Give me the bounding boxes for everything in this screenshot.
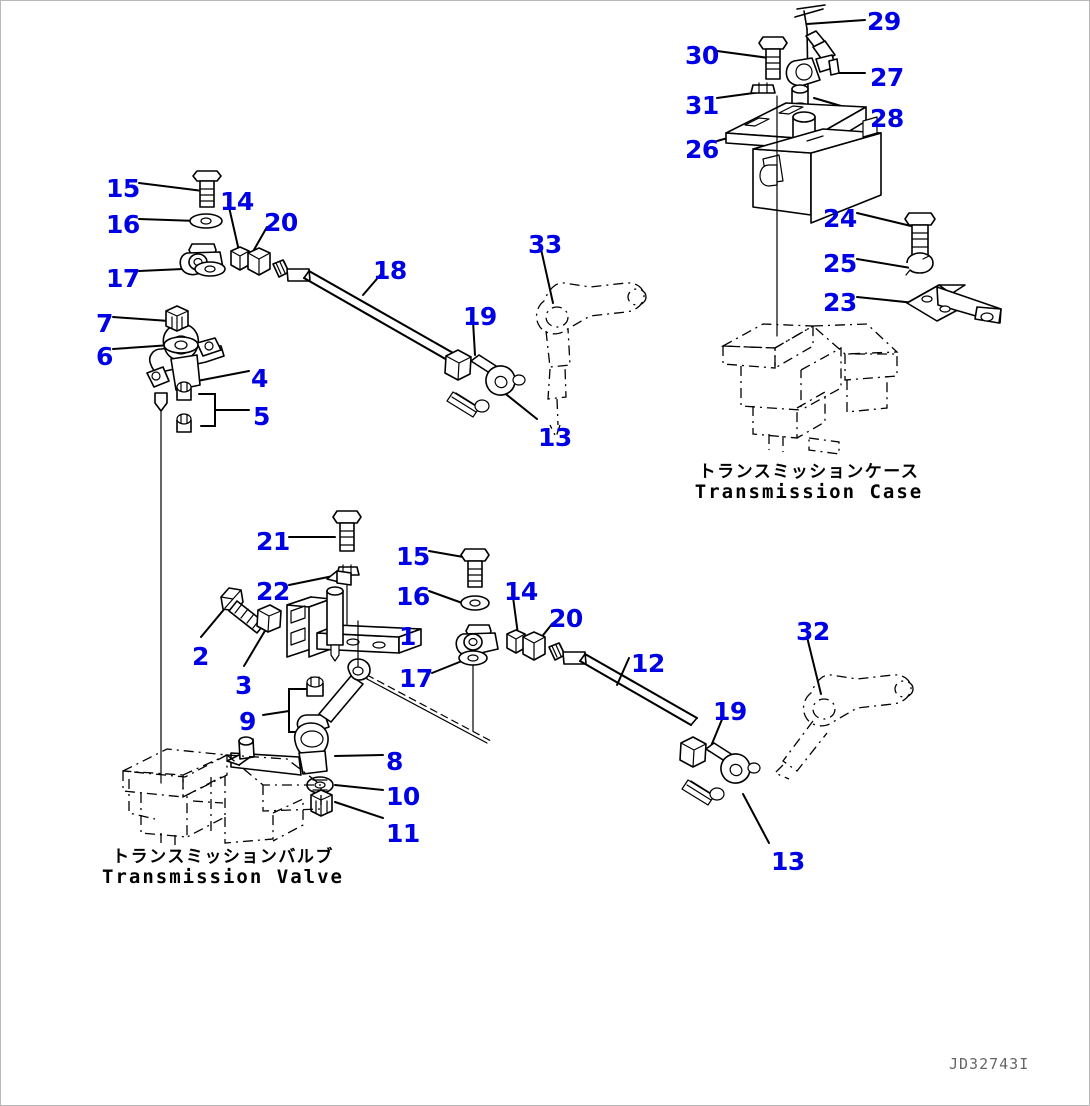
- washer-31: [750, 82, 776, 94]
- callout-27[interactable]: 27: [870, 63, 904, 92]
- callout-30[interactable]: 30: [685, 41, 719, 70]
- callout-9[interactable]: 9: [239, 707, 256, 736]
- phantom-lever-32: [773, 674, 914, 780]
- rod-18: [272, 259, 464, 367]
- callout-14b[interactable]: 14: [504, 577, 538, 606]
- callout-22[interactable]: 22: [256, 577, 290, 606]
- callout-20b[interactable]: 20: [549, 604, 583, 633]
- upper-right-bracket-group: [720, 4, 1002, 455]
- washer-17: [194, 261, 226, 277]
- bracket-plate-23: [906, 284, 1002, 324]
- phantom-lever-33: [535, 282, 647, 439]
- callout-13[interactable]: 13: [538, 423, 572, 452]
- callout-26[interactable]: 26: [685, 135, 719, 164]
- washer-16: [189, 213, 223, 229]
- callout-28[interactable]: 28: [870, 104, 904, 133]
- nut-7: [165, 305, 189, 332]
- callout-33[interactable]: 33: [528, 230, 562, 259]
- callout-1[interactable]: 1: [399, 622, 416, 651]
- callout-29[interactable]: 29: [867, 7, 901, 36]
- bell-crank-4: [146, 323, 225, 412]
- bracket-1: [286, 570, 422, 662]
- callout-21[interactable]: 21: [256, 527, 290, 556]
- lower-left-linkage-group: [120, 510, 914, 849]
- rod-end-13-upper: [446, 354, 526, 418]
- callout-2[interactable]: 2: [192, 642, 209, 671]
- bracket-26: [725, 102, 882, 224]
- grease-fittings-5: [176, 381, 216, 433]
- phantom-transmission-valve: [120, 748, 323, 849]
- bolt-15-lower: [460, 548, 490, 588]
- bolt-15: [192, 170, 222, 208]
- nut-19-upper: [444, 349, 472, 381]
- bolt-24: [904, 212, 936, 256]
- callout-11[interactable]: 11: [386, 819, 420, 848]
- callout-19b[interactable]: 19: [713, 697, 747, 726]
- group-label-jp-transmission-valve: トランスミッションバルブ: [112, 847, 334, 867]
- callout-32[interactable]: 32: [796, 617, 830, 646]
- callout-3[interactable]: 3: [235, 671, 252, 700]
- callout-24[interactable]: 24: [823, 204, 857, 233]
- callout-5[interactable]: 5: [253, 402, 270, 431]
- bolt-21: [332, 510, 362, 552]
- callout-14[interactable]: 14: [220, 187, 254, 216]
- lever-8: [226, 620, 371, 776]
- callout-15b[interactable]: 15: [396, 542, 430, 571]
- lock-washer-25: [905, 252, 934, 276]
- callout-12[interactable]: 12: [631, 649, 665, 678]
- callout-17[interactable]: 17: [106, 264, 140, 293]
- nut-14: [230, 246, 250, 271]
- nut-20-lower: [522, 631, 546, 661]
- group-label-en-transmission-case: Transmission Case: [694, 481, 924, 504]
- rod-end-13-lower: [681, 742, 761, 806]
- washer-6: [163, 336, 199, 354]
- callout-7[interactable]: 7: [96, 309, 113, 338]
- upper-left-linkage-group: [146, 170, 526, 784]
- callout-10[interactable]: 10: [386, 782, 420, 811]
- callout-4[interactable]: 4: [251, 364, 268, 393]
- callout-17b[interactable]: 17: [399, 664, 433, 693]
- callout-16b[interactable]: 16: [396, 582, 430, 611]
- washer-16-lower: [460, 595, 490, 611]
- callout-18[interactable]: 18: [373, 256, 407, 285]
- callout-13b[interactable]: 13: [771, 847, 805, 876]
- ball-joint-27: [785, 30, 840, 87]
- bolt-2: [220, 587, 266, 634]
- rod-12: [548, 642, 699, 727]
- group-label-en-transmission-valve: Transmission Valve: [102, 866, 344, 889]
- callout-16[interactable]: 16: [106, 210, 140, 239]
- washer-17-lower: [458, 650, 488, 732]
- callout-20[interactable]: 20: [264, 208, 298, 237]
- callout-15[interactable]: 15: [106, 174, 140, 203]
- bolt-30: [758, 36, 788, 80]
- callout-31[interactable]: 31: [685, 91, 719, 120]
- nut-3: [256, 604, 282, 633]
- callout-19[interactable]: 19: [463, 302, 497, 331]
- nut-20: [247, 247, 271, 276]
- nut-19-lower: [679, 736, 707, 768]
- group-label-jp-transmission-case: トランスミッションケース: [698, 462, 920, 482]
- callout-23[interactable]: 23: [823, 288, 857, 317]
- callout-6[interactable]: 6: [96, 342, 113, 371]
- drawing-code: JD32743I: [949, 1055, 1030, 1073]
- callout-8[interactable]: 8: [386, 747, 403, 776]
- callout-25[interactable]: 25: [823, 249, 857, 278]
- phantom-transmission-case: [720, 323, 899, 455]
